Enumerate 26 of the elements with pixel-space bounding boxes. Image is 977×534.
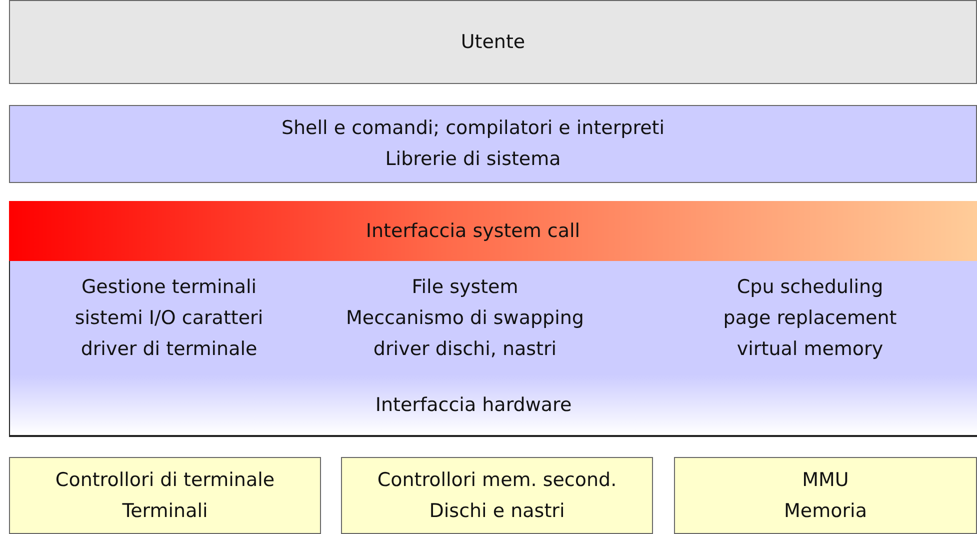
- hardware-box: [674, 457, 977, 534]
- layer-box: [9, 0, 977, 84]
- layer-label: Cpu scheduling: [736, 274, 884, 300]
- layer-label: Librerie di sistema: [385, 147, 561, 172]
- layer-label: Utente: [460, 30, 526, 54]
- layer-label: Dischi e nastri: [429, 498, 565, 524]
- layer-box: [9, 105, 977, 183]
- layer-label: Interfaccia system call: [366, 218, 580, 244]
- layer-label: sistemi I/O caratteri: [74, 306, 264, 330]
- layer-label: Memoria: [784, 498, 867, 524]
- layer-label: Shell e comandi; compilatori e interpreti: [281, 116, 665, 141]
- layer-label: Gestione terminali: [81, 274, 257, 300]
- layer-label: page replacement: [723, 306, 897, 330]
- layer-label: Terminali: [122, 498, 208, 524]
- layer-label: Controllori di terminale: [55, 468, 275, 492]
- layer-label: File system: [412, 274, 518, 300]
- layer-label: driver dischi, nastri: [373, 336, 557, 362]
- hardware-box: [341, 457, 653, 534]
- hardware-box: [9, 457, 321, 534]
- interface-band: [9, 201, 977, 261]
- layer-label: Controllori mem. second.: [377, 468, 617, 492]
- layer-label: MMU: [802, 468, 849, 492]
- layer-label: virtual memory: [736, 336, 884, 362]
- layer-label: Meccanismo di swapping: [346, 306, 584, 330]
- layer-label: driver di terminale: [80, 336, 258, 362]
- layer-label: Interfaccia hardware: [375, 392, 572, 418]
